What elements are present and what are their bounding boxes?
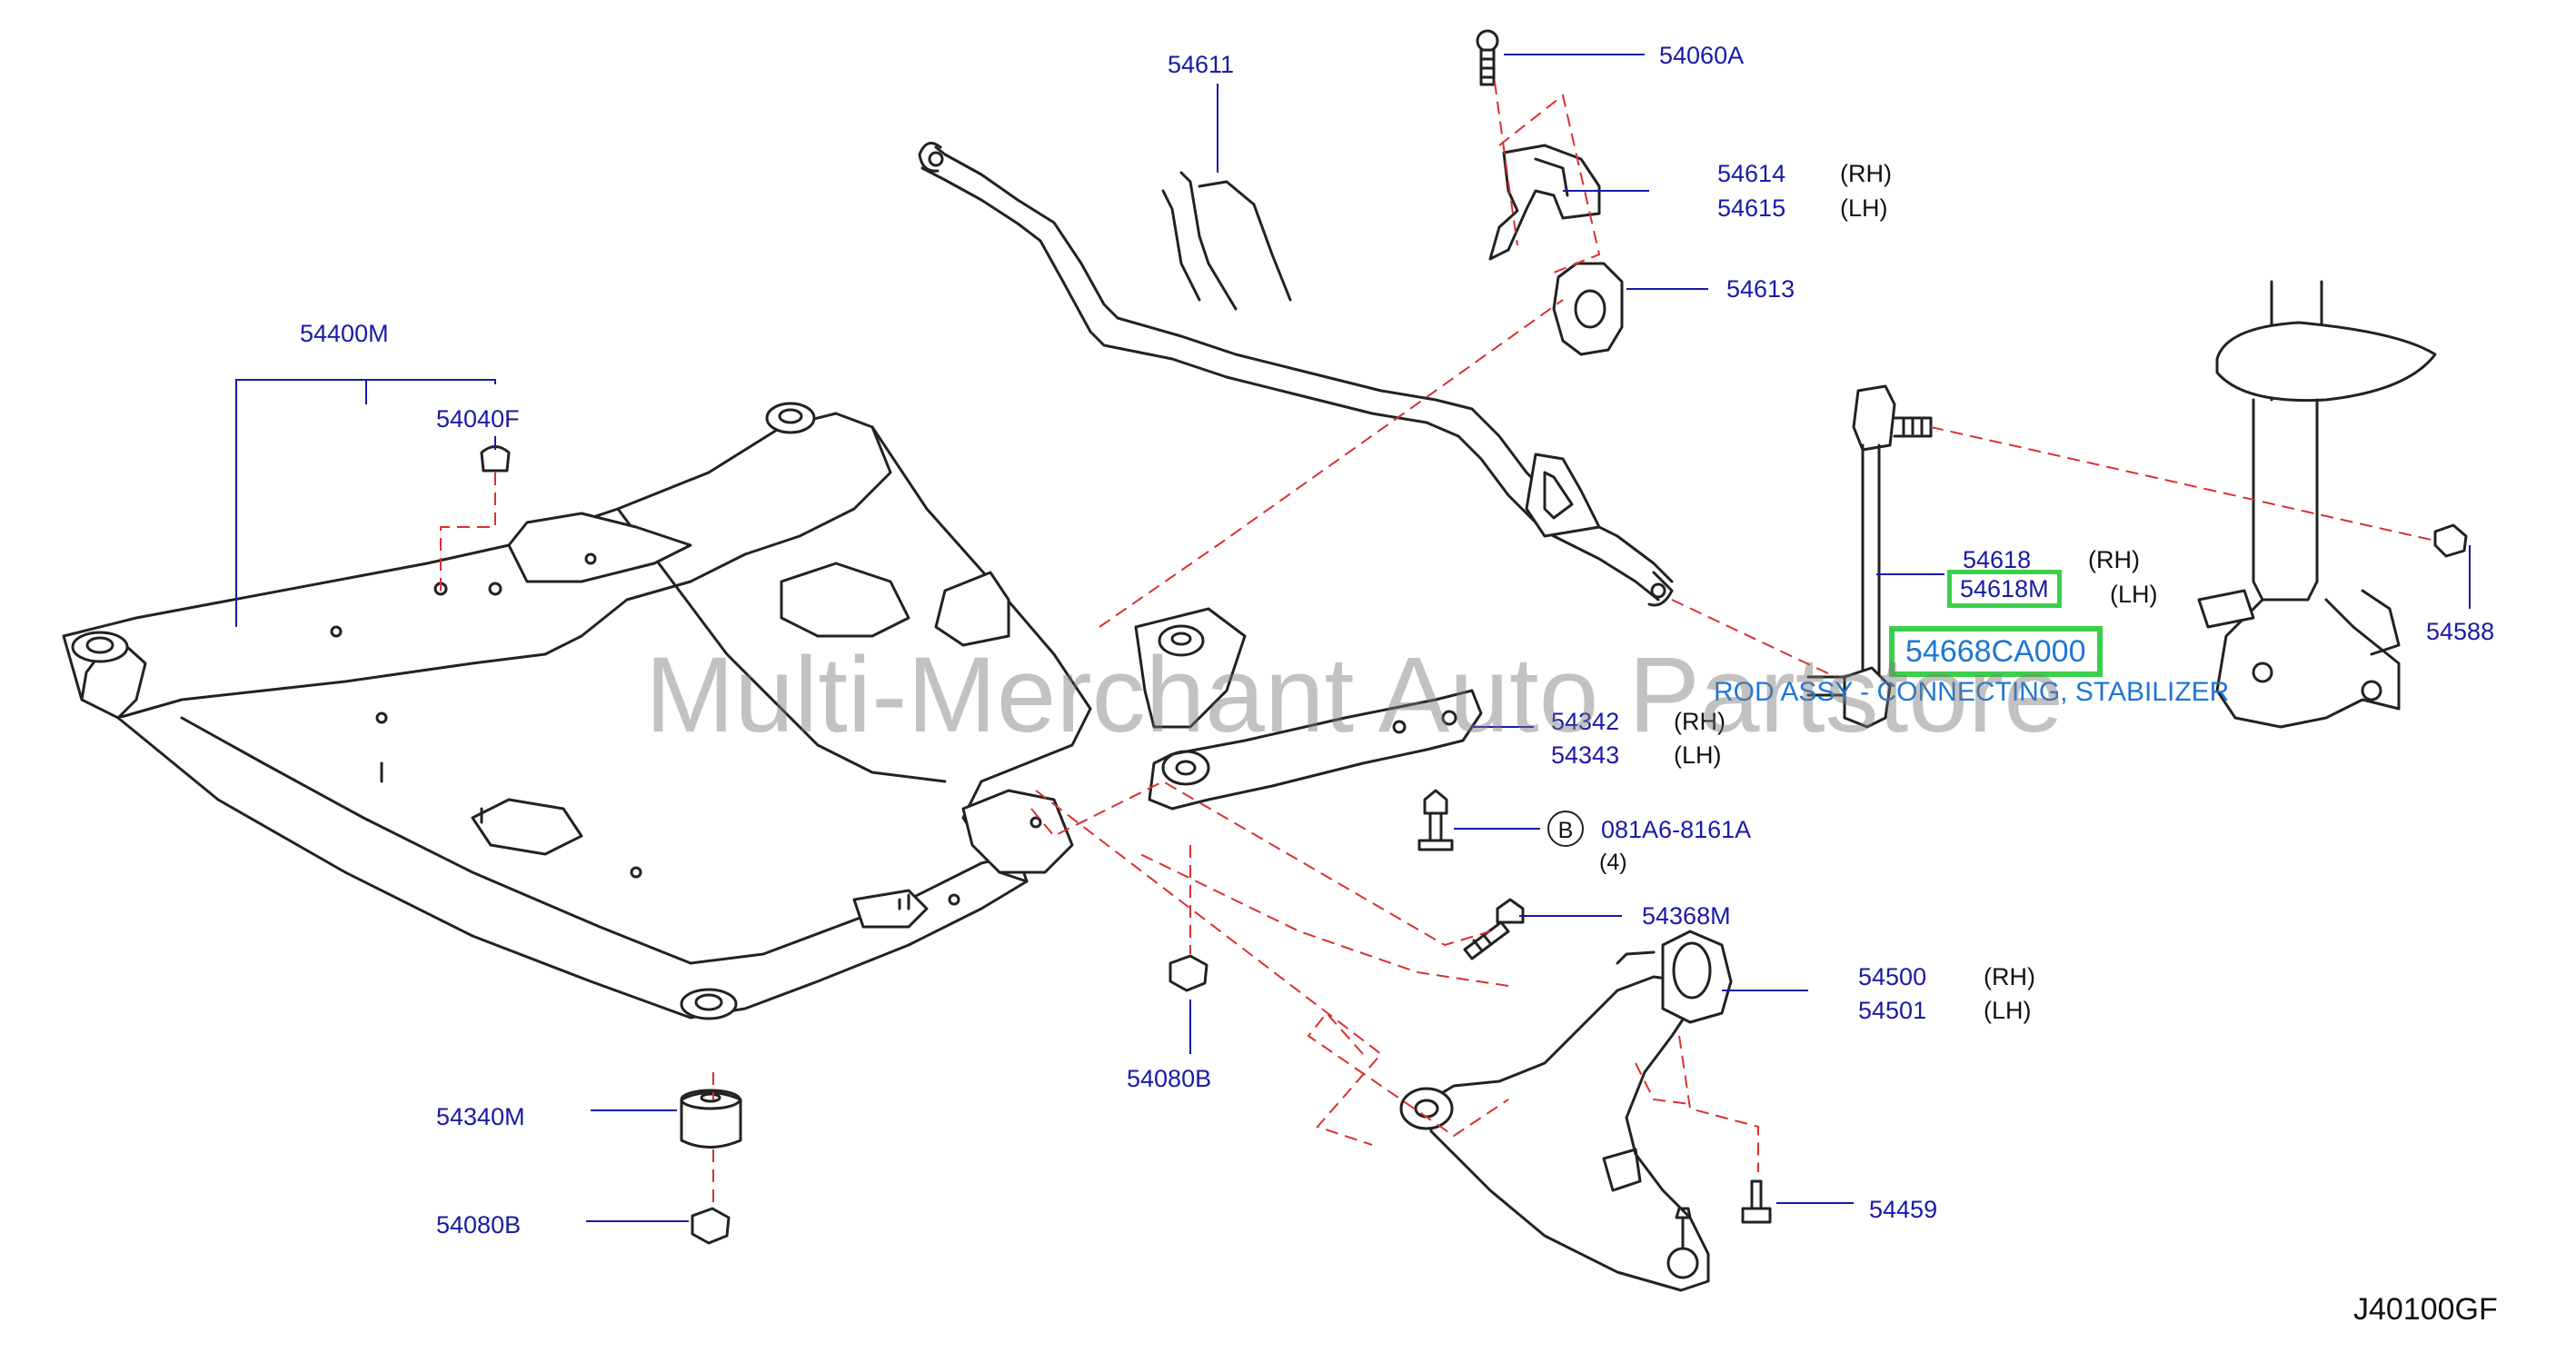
callout-54400m[interactable]: 54400M: [300, 320, 389, 347]
callout-54342[interactable]: 54342: [1551, 708, 1620, 735]
subframe-crossmember: [62, 402, 1092, 1020]
subframe-mount-bolt: [480, 445, 511, 473]
callout-54613[interactable]: 54613: [1726, 275, 1795, 303]
callout-54040f[interactable]: 54040F: [436, 405, 520, 433]
callout-54080b-bottom[interactable]: 54080B: [436, 1211, 522, 1239]
stabilizer-bushing: [1552, 262, 1624, 356]
callout-54611[interactable]: 54611: [1168, 51, 1235, 78]
subframe-nut-mid: [1169, 954, 1208, 992]
rod-assy-description: ROD ASSY - CONNECTING, STABILIZER: [1714, 677, 2230, 707]
callout-54340m[interactable]: 54340M: [436, 1103, 525, 1130]
clamp-bolt: [1476, 29, 1499, 86]
compression-rod-bushing-mount: [1134, 607, 1247, 729]
callout-54343[interactable]: 54343: [1551, 741, 1620, 769]
watermark-text: Multi-Merchant Auto Partstore: [645, 635, 2064, 755]
callout-54668ca000-highlighted[interactable]: 54668CA000: [1889, 626, 2103, 677]
subframe-insulator: [680, 1089, 742, 1149]
callout-54500[interactable]: 54500: [1858, 963, 1927, 990]
callout-54614[interactable]: 54614: [1717, 160, 1786, 187]
transverse-link-bolt: [1463, 898, 1525, 960]
side-54618: (RH): [2088, 546, 2140, 573]
callout-54588[interactable]: 54588: [2426, 618, 2495, 645]
leader-lines: [235, 54, 2471, 1222]
side-54615: (LH): [1840, 194, 1888, 222]
bolt-marker-b: B: [1547, 811, 1584, 847]
link-rod-nut: [2433, 523, 2468, 558]
callout-54618m-highlighted[interactable]: 54618M: [1947, 570, 2062, 608]
subframe-nut-bottom: [691, 1207, 731, 1245]
callout-54080b-mid[interactable]: 54080B: [1127, 1065, 1212, 1092]
side-54618m: (LH): [2110, 581, 2158, 608]
callout-54060a[interactable]: 54060A: [1659, 42, 1745, 69]
side-54614: (RH): [1840, 160, 1892, 187]
stabilizer-clamp: [1488, 144, 1601, 261]
stabilizer-bar: [918, 142, 1674, 607]
drawing-code: J40100GF: [2353, 1292, 2498, 1327]
side-54342: (RH): [1674, 708, 1726, 735]
callout-54618[interactable]: 54618: [1963, 546, 2032, 573]
ball-joint-bolt: [1741, 1179, 1772, 1224]
stabilizer-link-rod: [1806, 384, 1933, 729]
transverse-link: [1399, 930, 1733, 1292]
side-54501: (LH): [1984, 997, 2032, 1024]
dashed-guides: [440, 81, 2436, 1209]
callout-54501[interactable]: 54501: [1858, 997, 1927, 1024]
callout-54615[interactable]: 54615: [1717, 194, 1786, 222]
bolt-quantity: (4): [1599, 850, 1627, 875]
compression-rod-bolt: [1417, 789, 1454, 851]
side-54500: (RH): [1984, 963, 2035, 990]
strut-assembly: [2197, 280, 2437, 729]
callout-081a6-8161a[interactable]: 081A6-8161A: [1601, 816, 1752, 843]
callout-54459[interactable]: 54459: [1869, 1196, 1938, 1223]
compression-rod: [1148, 689, 1483, 811]
side-54343: (LH): [1674, 741, 1722, 769]
callout-54368m[interactable]: 54368M: [1642, 902, 1731, 930]
